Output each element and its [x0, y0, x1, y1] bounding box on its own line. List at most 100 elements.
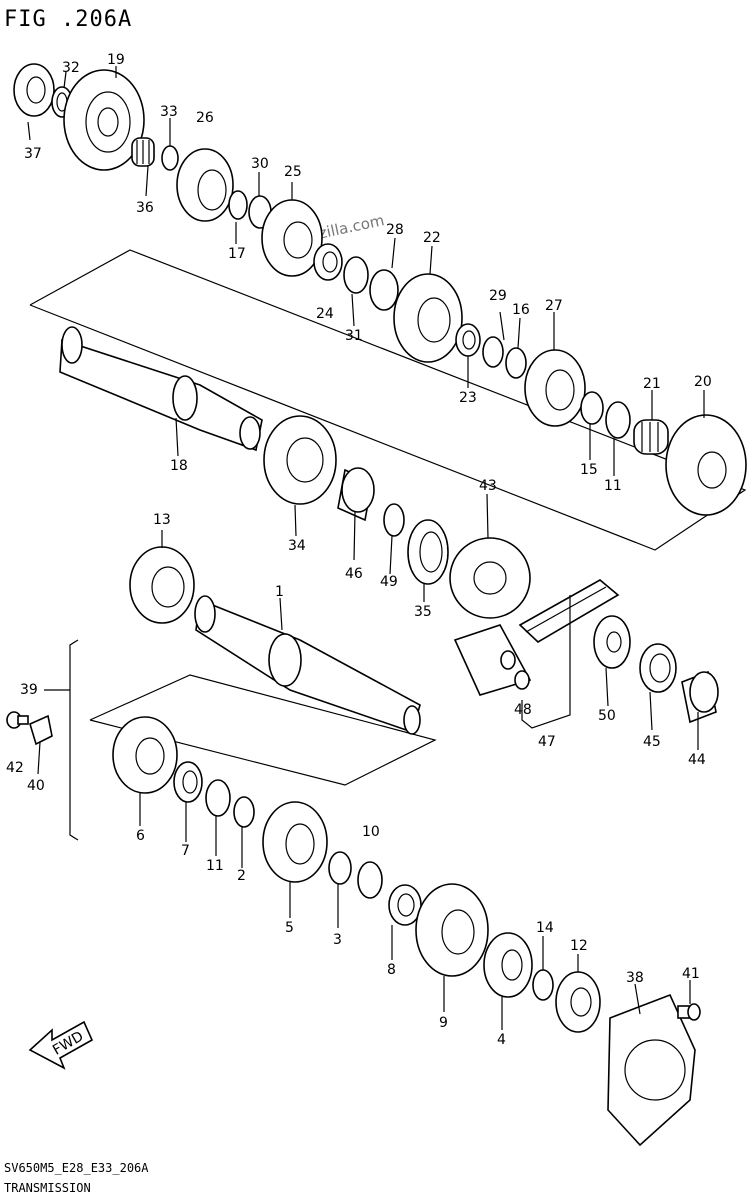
callout-50: 50 [598, 708, 616, 724]
callout-1: 1 [275, 584, 284, 600]
callout-9: 9 [439, 1015, 448, 1031]
callout-21: 21 [643, 376, 661, 392]
part-9 [415, 883, 489, 977]
part-28 [369, 269, 399, 311]
part-26 [176, 148, 234, 222]
part-49 [383, 503, 405, 537]
part-2 [233, 796, 255, 828]
callout-8: 8 [387, 962, 396, 978]
part-19 [63, 69, 145, 171]
figure-caption: TRANSMISSION [4, 1181, 91, 1195]
callout-36: 36 [136, 200, 154, 216]
callout-22: 22 [423, 230, 441, 246]
part-11-upper [605, 401, 631, 439]
part-31 [343, 256, 369, 294]
part-24 [313, 243, 343, 281]
callout-3: 3 [333, 932, 342, 948]
part-23 [455, 323, 481, 357]
callout-4: 4 [497, 1032, 506, 1048]
figure-title: FIG .206A [4, 7, 132, 32]
callout-48: 48 [514, 702, 532, 718]
part-36 [131, 137, 155, 167]
part-20 [665, 414, 747, 516]
part-38 [607, 993, 696, 1147]
callout-27: 27 [545, 298, 563, 314]
callout-28: 28 [386, 222, 404, 238]
part-13 [129, 546, 195, 624]
fwd-arrow-icon: FWD [28, 1020, 94, 1070]
part-1 [194, 595, 421, 735]
callout-25: 25 [284, 164, 302, 180]
part-18 [59, 326, 263, 452]
callout-44: 44 [688, 752, 706, 768]
part-35 [407, 519, 449, 585]
callout-46: 46 [345, 566, 363, 582]
callout-26: 26 [196, 110, 214, 126]
part-17 [228, 190, 248, 220]
callout-5: 5 [285, 920, 294, 936]
part-41 [677, 1003, 701, 1021]
part-40 [29, 714, 53, 746]
part-44 [681, 670, 719, 724]
callout-33: 33 [160, 104, 178, 120]
callout-13: 13 [153, 512, 171, 528]
callout-49: 49 [380, 574, 398, 590]
callout-24: 24 [316, 306, 334, 322]
callout-19: 19 [107, 52, 125, 68]
part-7 [173, 761, 203, 803]
callout-20: 20 [694, 374, 712, 390]
callout-18: 18 [170, 458, 188, 474]
callout-32: 32 [62, 60, 80, 76]
callout-11-upper: 11 [604, 478, 622, 494]
leader-lines [27, 66, 705, 1030]
part-33 [161, 145, 179, 171]
callout-35: 35 [414, 604, 432, 620]
part-45 [639, 643, 677, 693]
callout-43: 43 [479, 478, 497, 494]
callout-40: 40 [27, 778, 45, 794]
callout-30: 30 [251, 156, 269, 172]
bracket-47-48 [521, 595, 571, 729]
callout-34: 34 [288, 538, 306, 554]
bracket-39 [69, 639, 79, 841]
callout-15: 15 [580, 462, 598, 478]
callout-37: 37 [24, 146, 42, 162]
part-15 [580, 391, 604, 425]
part-29 [482, 336, 504, 368]
callout-39: 39 [20, 682, 38, 698]
part-48 [453, 624, 532, 696]
callout-29: 29 [489, 288, 507, 304]
callout-38: 38 [626, 970, 644, 986]
part-11-lower [205, 779, 231, 817]
callout-14: 14 [536, 920, 554, 936]
part-4 [483, 932, 533, 998]
part-42 [6, 711, 29, 729]
callout-41: 41 [682, 966, 700, 982]
part-3 [328, 851, 352, 885]
part-27 [524, 349, 586, 427]
figure-code: SV650M5_E28_E33_206A [4, 1161, 149, 1175]
part-14 [532, 969, 554, 1001]
callout-16: 16 [512, 302, 530, 318]
part-46 [337, 467, 375, 522]
callout-42: 42 [6, 760, 24, 776]
part-21 [633, 419, 669, 455]
part-25 [261, 199, 323, 277]
part-16 [505, 347, 527, 379]
part-5 [262, 801, 328, 883]
part-6 [112, 716, 178, 794]
part-10 [357, 861, 383, 899]
lower-group-frame [89, 674, 437, 786]
callout-11-lower: 11 [206, 858, 224, 874]
callout-17: 17 [228, 246, 246, 262]
part-37 [13, 63, 55, 117]
callout-47: 47 [538, 734, 556, 750]
callout-10: 10 [362, 824, 380, 840]
callout-6: 6 [136, 828, 145, 844]
part-34 [263, 415, 337, 505]
part-47 [518, 579, 620, 643]
part-12 [555, 971, 601, 1033]
part-22 [393, 273, 463, 363]
callout-7: 7 [181, 843, 190, 859]
